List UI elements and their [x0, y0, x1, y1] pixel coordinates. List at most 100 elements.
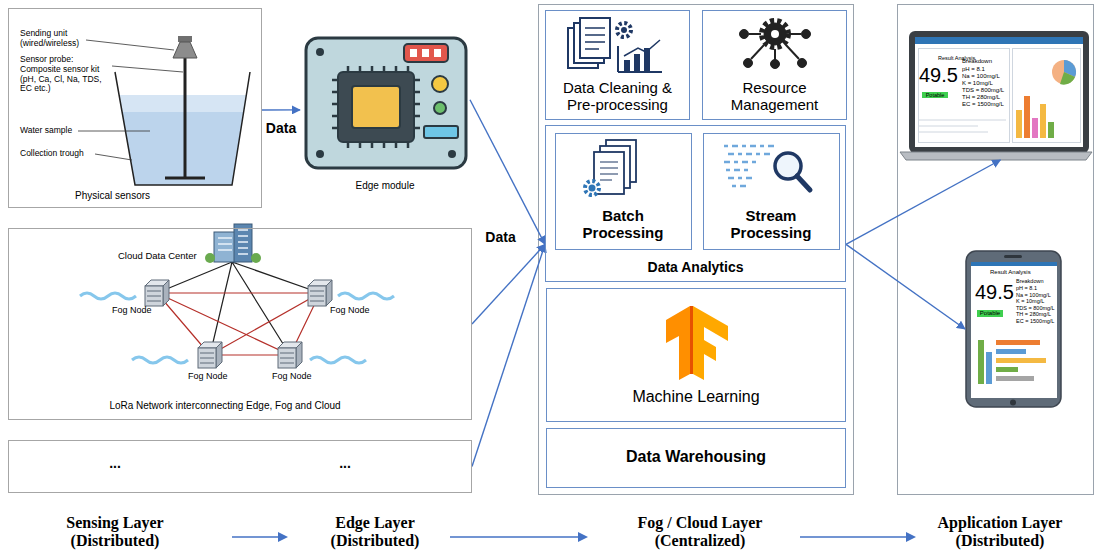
laptop: [915, 37, 1083, 44]
laptop: [1013, 49, 1081, 143]
laptop: [915, 37, 1083, 147]
screen-text: 49.5: [919, 64, 965, 87]
laptop: [1040, 104, 1046, 138]
resource-management-icon: [798, 59, 807, 68]
wireless-waves: [132, 357, 188, 363]
node-label: Machine Learning: [551, 388, 841, 406]
stream-processing-icon: [724, 146, 810, 190]
process-box: Data Warehousing: [546, 428, 846, 488]
screen-text: TH = 280mg/L: [962, 94, 1004, 101]
edge-module-chip: [306, 38, 466, 168]
fog-node-icons: [145, 280, 169, 306]
screen-text: K = 10mg/L: [962, 80, 1004, 87]
leader-lines: [112, 66, 183, 72]
smartphone: [1004, 255, 1022, 258]
layer-label: Application Layer (Distributed): [915, 514, 1085, 551]
process-box: Machine Learning: [546, 288, 846, 422]
edge-module: Edge module: [300, 30, 470, 200]
part-label: Sensor probe: Composite sensor kit (pH, …: [20, 55, 108, 94]
fog-node-icons: [145, 280, 332, 368]
data-cleaning-icon: [568, 18, 662, 72]
data-cleaning-icon: [624, 60, 630, 72]
node-label: ...: [95, 455, 135, 471]
data-flow-arrow: [470, 100, 545, 245]
network-links: [157, 262, 320, 355]
screen-text: pH = 8.1: [1016, 285, 1058, 291]
laptop: [900, 31, 1092, 160]
wireless-waves: [80, 293, 394, 363]
smartphone: [996, 367, 1018, 372]
edge-label: Data: [482, 229, 518, 245]
data-flow-arrow: [846, 160, 1000, 244]
data-cleaning-icon: [585, 28, 605, 49]
process-box: Resource Management: [702, 10, 847, 120]
laptop: [1052, 60, 1076, 84]
layer-label: Edge Layer (Distributed): [315, 514, 435, 551]
edge-module-chip: [404, 44, 448, 62]
fog-node-icons: [278, 342, 302, 368]
node-label: ...: [325, 455, 365, 471]
smartphone: [996, 358, 1046, 363]
smartphone: [996, 340, 1040, 345]
node-label: LoRa Network interconnecting Edge, Fog a…: [65, 400, 385, 412]
laptop: [1032, 118, 1038, 138]
icon-label: Cloud Data Center: [118, 251, 210, 262]
screen-text: Potable: [922, 92, 948, 98]
node-label: Physical sensors: [75, 190, 195, 202]
edge-label: Data: [263, 120, 299, 136]
layer-label: Sensing Layer (Distributed): [50, 514, 180, 551]
screen-text: pH = 8.1: [962, 66, 1004, 73]
node-label: Stream Processing: [721, 207, 821, 242]
tensorflow-logo: [666, 306, 690, 380]
node-label: Data Cleaning & Pre-processing: [550, 79, 685, 114]
screen-text: Breakdown: [962, 58, 1004, 65]
node-label: Edge module: [335, 180, 435, 192]
water-trough: [115, 72, 250, 185]
screen-text: EC = 1500mg/L: [1016, 318, 1058, 324]
data-flow-arrow: [262, 109, 300, 110]
smartphone: [996, 376, 1034, 381]
laptop: [1016, 110, 1022, 138]
data-cleaning-icon: [618, 46, 662, 72]
resource-management-icon: [771, 30, 779, 38]
data-flow-arrow: [846, 244, 965, 329]
leader-lines: [78, 131, 150, 132]
sensor-probe: [178, 36, 192, 42]
screen-text: Na = 100mg/L: [1016, 292, 1058, 298]
cloud-data-center-icon: [214, 232, 236, 262]
smartphone: [966, 251, 1061, 407]
data-cleaning-icon: [621, 27, 627, 33]
wireless-waves: [80, 293, 136, 299]
edge-module-chip: [448, 150, 456, 158]
tensorflow-logo: [693, 306, 728, 380]
edge-module-chip: [410, 49, 417, 57]
sensor-probe: [165, 58, 205, 178]
wireless-waves: [310, 357, 366, 363]
fog-cloud-panel: [539, 5, 854, 495]
icon-label: Fog Node: [188, 371, 238, 381]
resource-management-icon: [762, 21, 788, 47]
cloud-data-center-icon: [205, 253, 215, 263]
laptop: [918, 120, 1006, 132]
sensor-probe: [165, 36, 205, 178]
leader-lines: [78, 40, 183, 160]
screen-text: TDS = 800mg/L: [1016, 305, 1058, 311]
icon-label: Fog Node: [272, 371, 322, 381]
batch-processing-icon: [585, 140, 636, 195]
data-flow-arrow: [472, 244, 545, 466]
data-cleaning-icon: [617, 23, 631, 37]
data-cleaning-icon: [634, 54, 640, 72]
edge-module-chip: [306, 38, 466, 168]
edge-module-chip: [434, 102, 446, 114]
water-trough: [119, 95, 246, 112]
screen-text: Result Analysis: [990, 269, 1050, 276]
process-box: Batch Processing: [555, 133, 692, 250]
laptop: [900, 152, 1092, 160]
smartphone: [978, 340, 984, 384]
node-label: Batch Processing: [573, 207, 673, 242]
laptop-screen: Result Analysis49.5BreakdownpH = 8.1Na =…: [905, 30, 1092, 160]
screen-text: 49.5: [975, 281, 1021, 304]
group-box: Data AnalyticsBatch ProcessingStream Pro…: [545, 125, 846, 282]
resource-management-icon: [744, 59, 753, 68]
cloud-data-center-icon: [251, 253, 261, 263]
